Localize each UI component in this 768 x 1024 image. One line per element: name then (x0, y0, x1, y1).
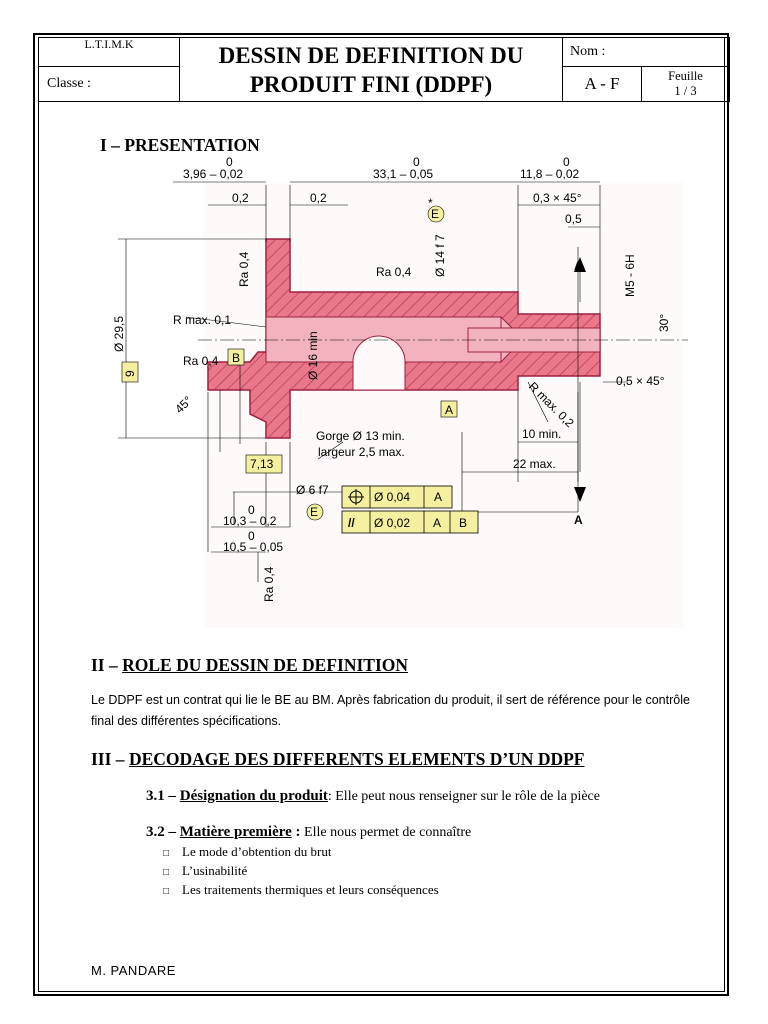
section-3-heading: III – DECODAGE DES DIFFERENTS ELEMENTS D… (91, 749, 584, 770)
angle-30: 30° (657, 314, 671, 332)
title-line-1: DESSIN DE DEFINITION DU (218, 42, 524, 68)
dimension-lines (118, 181, 628, 582)
list-item: □Les traitements thermiques et leurs con… (163, 881, 439, 900)
dimension-labels: 0 3,96 – 0,02 0 33,1 – 0,05 0 11,8 – 0,0… (112, 155, 671, 602)
box-713 (245, 454, 283, 474)
envelope-e-top: E (431, 207, 439, 221)
tolerance-frame-parallel: // Ø 0,02 A B (341, 510, 479, 534)
roughness-bottom: Ra 0,4 (262, 566, 276, 602)
sheet-label: Feuille (668, 69, 703, 83)
cross-hole (352, 335, 406, 391)
tol-position-ref: A (434, 490, 442, 504)
subsection-3-2-title: Matière première (179, 824, 292, 840)
dim-22-max: 22 max. (513, 457, 556, 471)
class-field: Classe : (38, 66, 180, 102)
roughness-left: Ra 0,4 (183, 354, 219, 368)
dim-chamfer-right: 0,3 × 45° (533, 191, 582, 205)
datum-b: B (232, 351, 240, 365)
critical-star: * (428, 196, 433, 210)
dim-top-left: 3,96 – 0,02 (183, 167, 243, 181)
tol-parallel-ref-b: B (459, 516, 467, 530)
sequence-code: A - F (562, 66, 642, 102)
dim-105: 10,5 – 0,05 (223, 540, 283, 554)
sheet-number: Feuille 1 / 3 (640, 66, 731, 102)
tol-position-value: Ø 0,04 (374, 490, 410, 504)
box-9 (121, 361, 139, 383)
section-label-top: A (574, 259, 583, 273)
tol-parallel-symbol: // (348, 516, 355, 530)
dim-d14: Ø 14 f 7 (433, 234, 447, 277)
dim-103: 10,3 – 0,2 (223, 514, 277, 528)
radius-max-01: R max. 0,1 (173, 313, 231, 327)
tolerance-frame-position: Ø 0,04 A (341, 485, 453, 509)
dim-d6f7: Ø 6 f7 (296, 483, 329, 497)
section-1-title: PRESENTATION (124, 135, 260, 155)
subsection-3-1-text: : Elle peut nous renseigner sur le rôle … (327, 789, 600, 804)
bullet-glyph-icon: □ (163, 886, 170, 897)
datum-b-box (227, 348, 245, 366)
sheet-value: 1 / 3 (674, 84, 697, 98)
bullet-glyph-icon: □ (163, 867, 170, 878)
datum-a-box (440, 400, 458, 418)
dim-top-mid-tol: 0 (413, 155, 420, 169)
subsection-3-1-number: 3.1 – (146, 788, 180, 804)
section-arrows (574, 257, 586, 502)
list-item: □L’usinabilité (163, 862, 439, 881)
section-2-prefix: II – (91, 655, 123, 675)
subsection-3-1: 3.1 – Désignation du produit: Elle peut … (146, 788, 600, 805)
list-item: □Le mode d’obtention du brut (163, 843, 439, 862)
section-label-bottom: A (574, 513, 583, 527)
datum-a: A (445, 403, 453, 417)
title-block-spacer (729, 37, 738, 67)
name-field: Nom : (561, 37, 731, 67)
dim-top-left-tol: 0 (226, 155, 233, 169)
envelope-circle (306, 503, 324, 521)
page-frame-outer (33, 33, 729, 996)
subsection-3-2-number: 3.2 – (146, 824, 180, 840)
dim-105-tol: 0 (248, 529, 255, 543)
section-3-prefix: III – (91, 749, 129, 769)
material-list: □Le mode d’obtention du brut □L’usinabil… (163, 843, 439, 900)
envelope-circle-top (427, 205, 445, 223)
section-1-heading: I – PRESENTATION (100, 135, 260, 156)
section-3-title: DECODAGE DES DIFFERENTS ELEMENTS D’UN DD… (128, 749, 585, 769)
bullet-glyph-icon: □ (163, 848, 170, 859)
subsection-3-2-text: Elle nous permet de connaître (300, 825, 472, 840)
section-2-title: ROLE DU DESSIN DE DEFINITION (122, 655, 409, 675)
dim-10-min: 10 min. (522, 427, 561, 441)
author-footer: M. PANDARE (91, 963, 176, 978)
dim-103-tol: 0 (248, 503, 255, 517)
tol-parallel-value: Ø 0,02 (374, 516, 410, 530)
school-name: L.T.I.M.K (38, 37, 180, 67)
dim-02-right: 0,2 (310, 191, 327, 205)
subsection-3-2-colon: : (291, 824, 301, 840)
roughness-vertical-top: Ra 0,4 (237, 251, 251, 287)
dim-05: 0,5 (565, 212, 582, 226)
envelope-e: E (310, 505, 318, 519)
box-9-value: 9 (123, 370, 137, 377)
role-paragraph: Le DDPF est un contrat qui lie le BE au … (91, 693, 690, 728)
groove-line-2: largeur 2,5 max. (318, 445, 405, 459)
title-block-spacer (729, 66, 738, 102)
dim-top-mid: 33,1 – 0,05 (373, 167, 433, 181)
dim-top-right: 11,8 – 0,02 (520, 167, 579, 181)
subsection-3-1-title: Désignation du produit (179, 788, 328, 804)
dim-m5: M5 - 6H (623, 254, 637, 297)
subsection-3-2: 3.2 – Matière première : Elle nous perme… (146, 824, 471, 841)
title-line-2: PRODUIT FINI (DDPF) (249, 71, 493, 97)
dim-chamfer-05: 0,5 × 45° (616, 374, 665, 388)
roughness-top: Ra 0,4 (376, 265, 412, 279)
document-title: DESSIN DE DEFINITION DU PRODUIT FINI (DD… (179, 37, 563, 102)
definition-drawing: 0 3,96 – 0,02 0 33,1 – 0,05 0 11,8 – 0,0… (108, 152, 693, 630)
groove-line-1: Gorge Ø 13 min. (316, 429, 405, 443)
dim-02-left: 0,2 (232, 191, 249, 205)
tol-parallel-ref-a: A (433, 516, 441, 530)
box-713-value: 7,13 (250, 457, 274, 471)
title-block: L.T.I.M.K DESSIN DE DEFINITION DU PRODUI… (38, 37, 738, 102)
dim-top-right-tol: 0 (563, 155, 570, 169)
section-1-prefix: I – (100, 135, 125, 155)
dim-d29: Ø 29,5 (112, 316, 126, 352)
section-2-heading: II – ROLE DU DESSIN DE DEFINITION (91, 655, 408, 676)
dim-d16: Ø 16 min (306, 331, 320, 380)
